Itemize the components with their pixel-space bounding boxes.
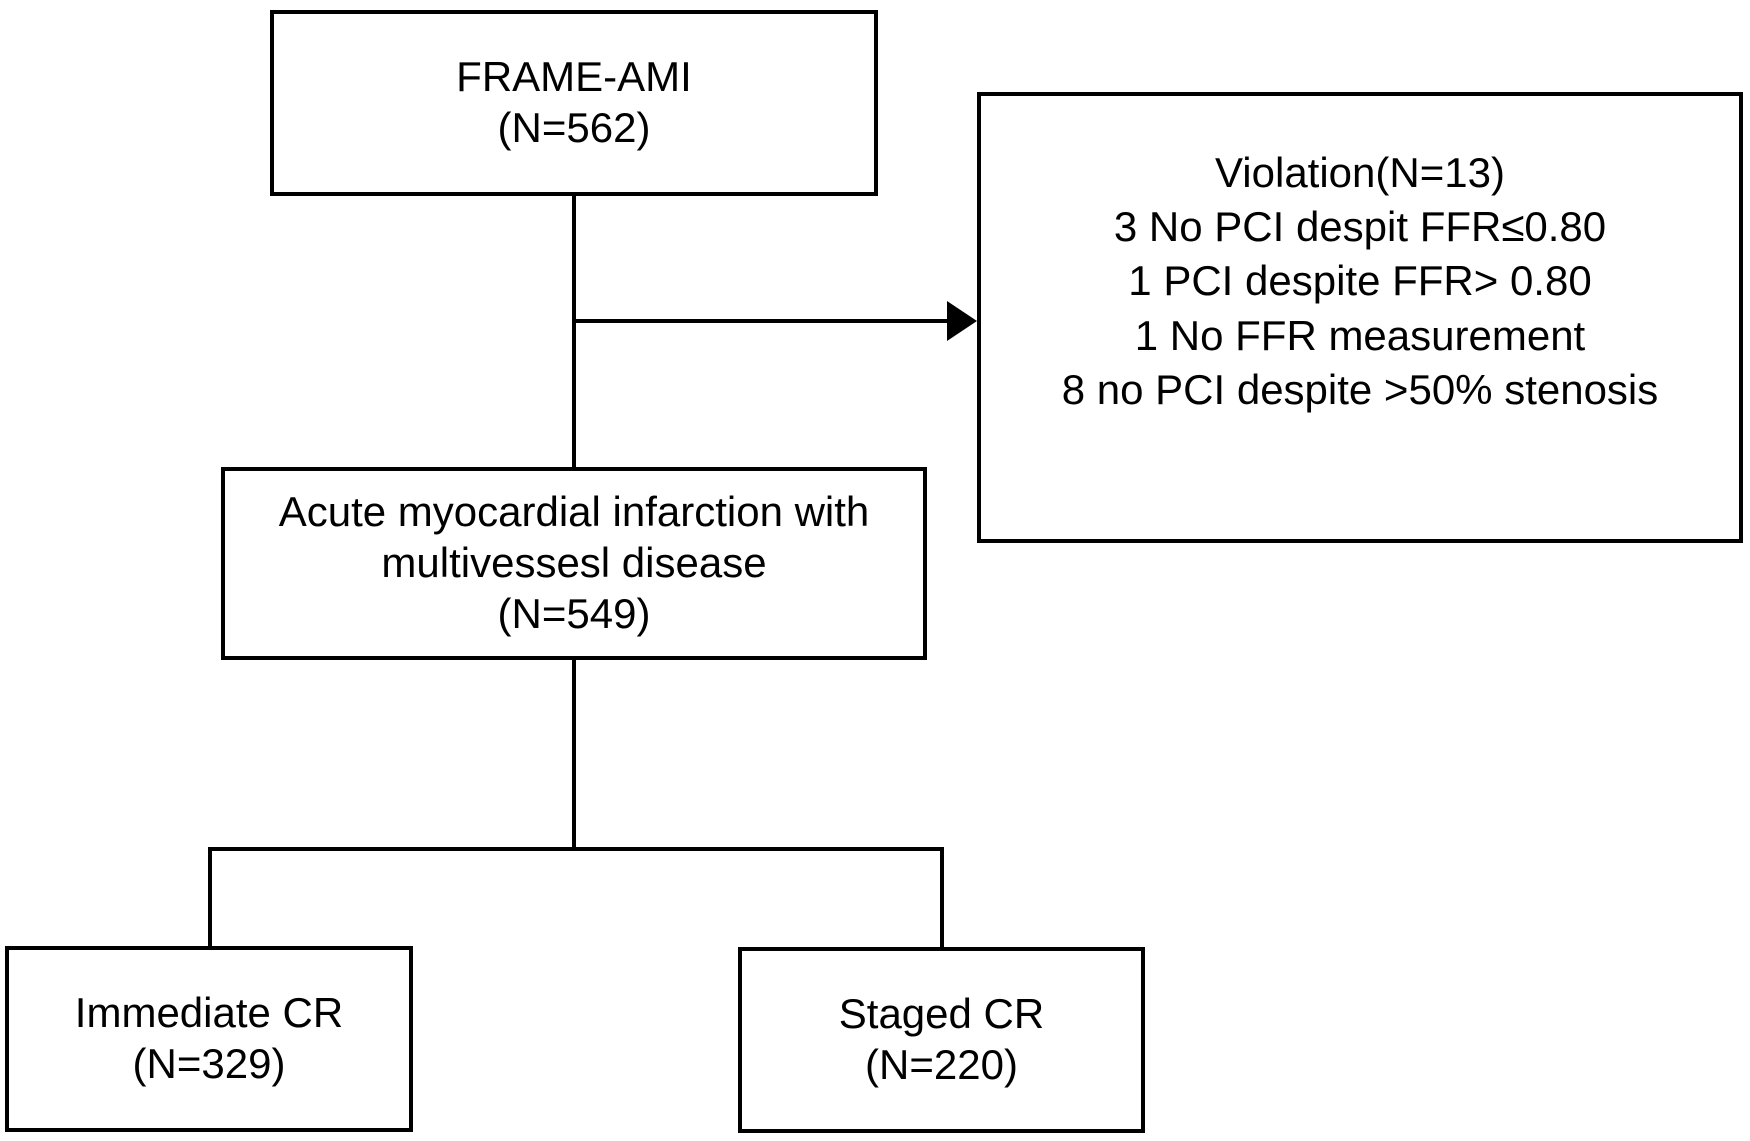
- violation-title: Violation(N=13): [1215, 149, 1505, 196]
- ami-line-2: multivessesl disease: [381, 539, 767, 587]
- connector-violation-arrow-shaft: [574, 319, 949, 323]
- immediate-cr-title: Immediate CR: [74, 989, 344, 1037]
- staged-cr-count: (N=220): [865, 1041, 1018, 1088]
- violation-item-3: 1 No FFR measurement: [1134, 311, 1586, 359]
- arrowhead-right-icon: [947, 301, 977, 341]
- immediate-cr-count: (N=329): [132, 1040, 286, 1087]
- frame-ami-count: (N=562): [497, 104, 651, 151]
- violation-box: Violation(N=13) 3 No PCI despit FFR≤0.80…: [977, 92, 1743, 543]
- ami-line-1: Acute myocardial infarction with: [278, 488, 870, 536]
- connector-drop-immediate: [208, 847, 212, 946]
- connector-top-to-ami: [572, 196, 576, 467]
- frame-ami-title: FRAME-AMI: [456, 53, 692, 101]
- connector-drop-staged: [940, 847, 944, 947]
- immediate-cr-box: Immediate CR (N=329): [5, 946, 413, 1132]
- ami-multivessel-box: Acute myocardial infarction with multive…: [221, 467, 927, 660]
- staged-cr-title: Staged CR: [838, 990, 1045, 1038]
- connector-branch-horizontal: [208, 847, 944, 851]
- staged-cr-box: Staged CR (N=220): [738, 947, 1145, 1133]
- violation-item-4: 8 no PCI despite >50% stenosis: [1061, 365, 1659, 413]
- connector-ami-to-branch: [572, 660, 576, 851]
- violation-item-2: 1 PCI despite FFR> 0.80: [1128, 257, 1592, 305]
- ami-count: (N=549): [497, 589, 651, 637]
- frame-ami-box: FRAME-AMI (N=562): [270, 10, 878, 196]
- violation-item-1: 3 No PCI despit FFR≤0.80: [1113, 203, 1607, 251]
